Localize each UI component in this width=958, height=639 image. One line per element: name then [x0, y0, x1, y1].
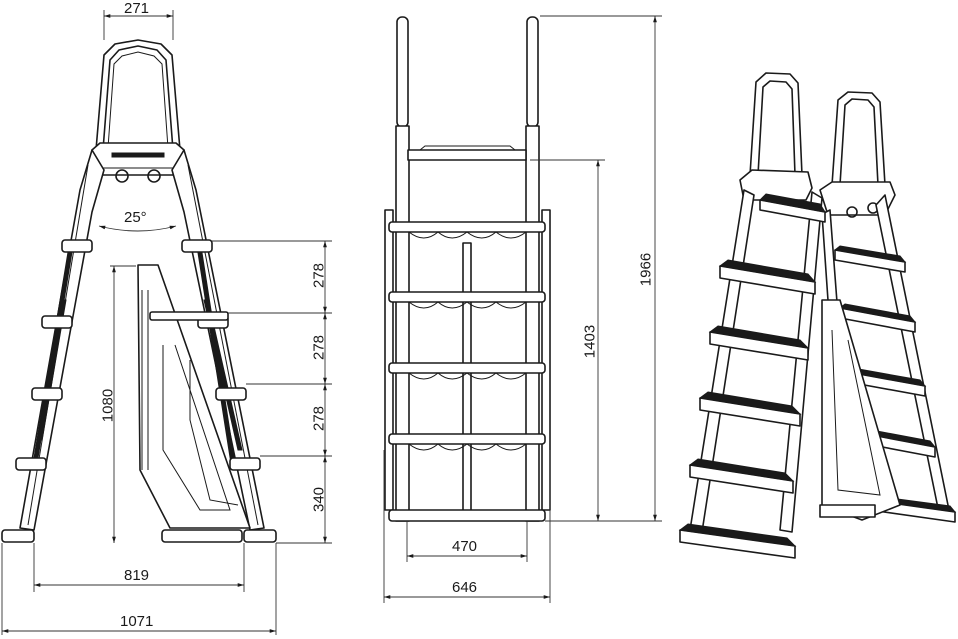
dim-step-spacing-1: 278 — [310, 262, 328, 289]
dim-total-height: 1966 — [637, 252, 655, 287]
dim-step-spacing-2: 278 — [310, 334, 328, 361]
dim-inner-base-width: 819 — [124, 567, 150, 584]
dim-outer-base-width: 1071 — [120, 613, 154, 630]
isometric-view — [678, 72, 957, 559]
dim-outer-width: 646 — [452, 579, 478, 596]
dim-step-spacing-3: 278 — [310, 405, 328, 432]
front-steps — [388, 221, 546, 522]
front-view — [383, 15, 662, 603]
dim-barrier-height: 1080 — [99, 388, 117, 423]
dim-inner-width: 470 — [452, 538, 478, 555]
dim-platform-height: 1403 — [581, 324, 599, 359]
dim-step-spacing-4: 340 — [310, 486, 328, 513]
dim-leg-angle: 25° — [124, 209, 147, 226]
side-view — [1, 10, 332, 635]
iso-front-steps — [678, 193, 827, 559]
dim-top-width: 271 — [124, 0, 150, 17]
